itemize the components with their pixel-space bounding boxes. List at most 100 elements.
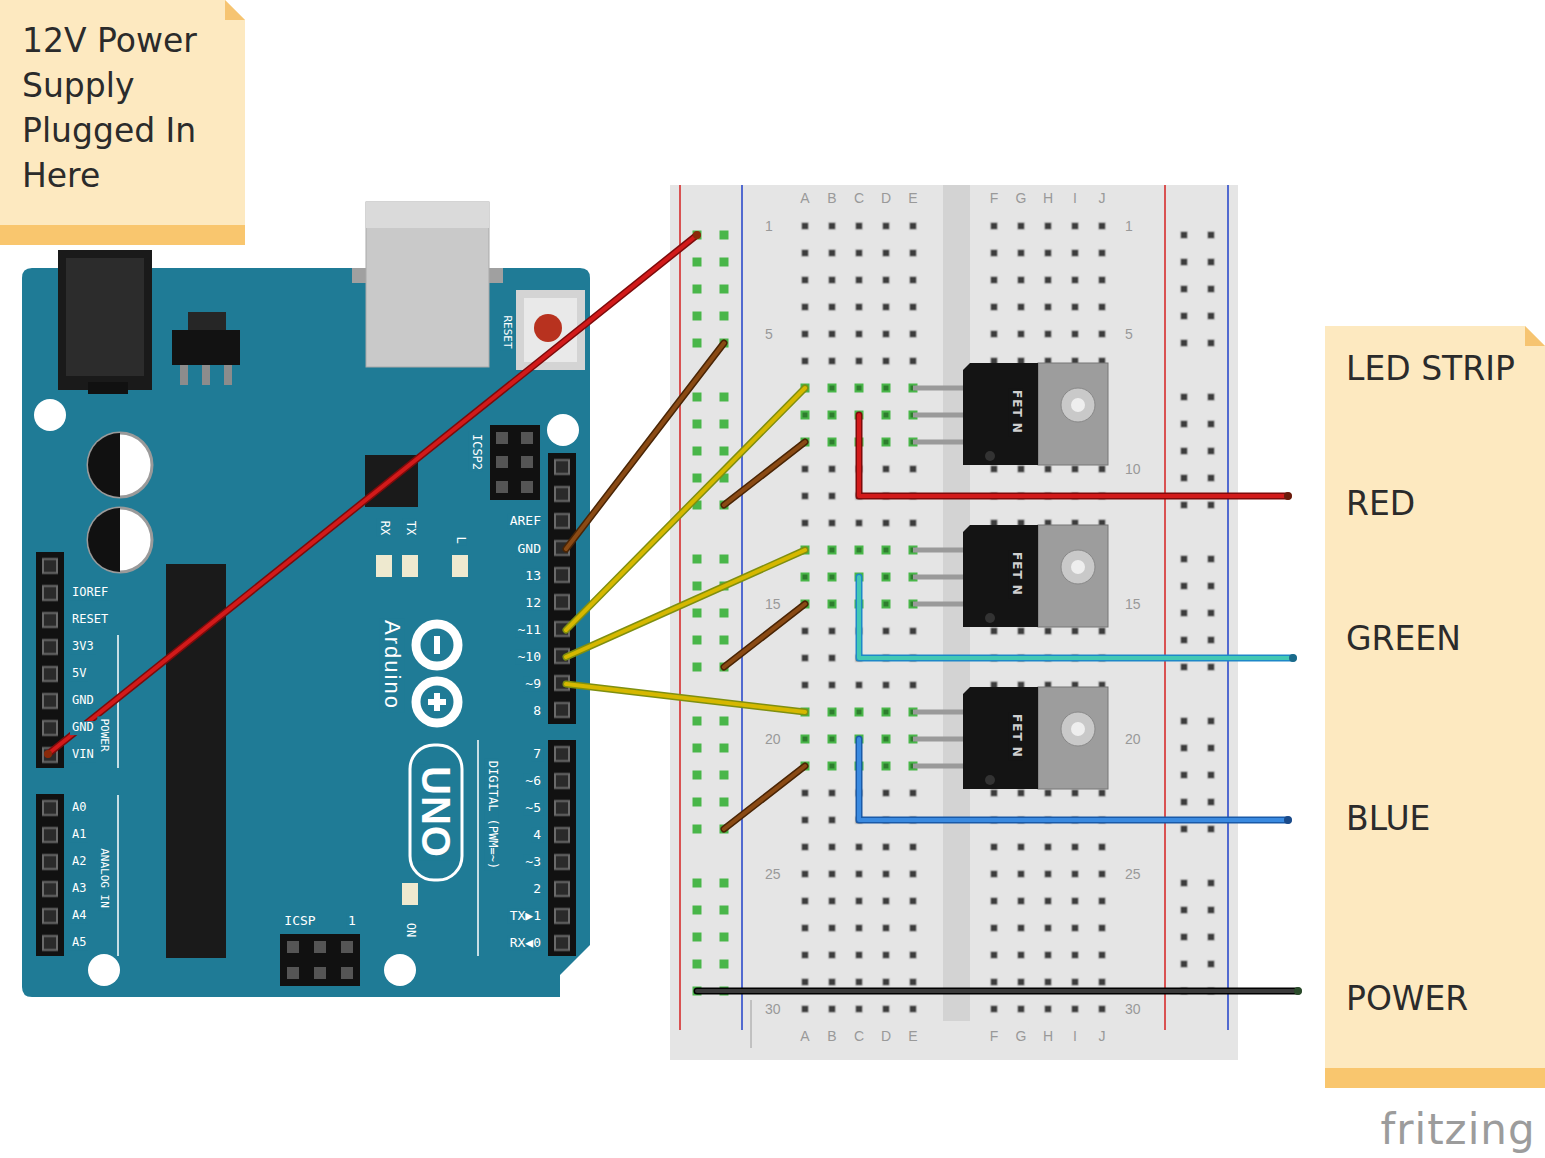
header-pin	[341, 967, 353, 979]
breadboard-index: H	[1041, 1028, 1055, 1044]
reset-button	[534, 314, 562, 342]
power-rail-holes	[1171, 222, 1225, 1032]
power-jack-foot	[88, 382, 128, 394]
part-marking: FET N	[1009, 550, 1023, 598]
mosfet-tab-hole	[1061, 388, 1095, 422]
breadboard-index: 20	[1123, 731, 1143, 747]
pin-label: DIGITAL (PWM=~)	[485, 759, 499, 871]
breadboard-index: D	[879, 190, 893, 206]
mounting-hole	[384, 954, 416, 986]
breadboard-index: 25	[1123, 866, 1143, 882]
wire-end	[693, 231, 701, 239]
breadboard-index: C	[852, 1028, 866, 1044]
pin-label: RX◀0	[508, 936, 543, 951]
wire-vin-outline	[48, 235, 697, 754]
breadboard-index: C	[852, 190, 866, 206]
mosfet-mark	[985, 451, 995, 461]
note-heading: 12V Power Supply Plugged In Here	[22, 18, 238, 198]
breadboard-index: G	[1014, 190, 1029, 206]
watermark: fritzing	[1378, 1106, 1537, 1154]
mosfet-leg	[913, 386, 966, 391]
pin-label: ICSP2	[469, 432, 483, 472]
uno-outline	[410, 745, 462, 880]
mounting-hole	[547, 414, 579, 446]
pin-label: RESET	[70, 613, 110, 627]
wire-red-outline	[859, 415, 1288, 496]
power-header-pins	[36, 552, 64, 768]
note-band	[1325, 1068, 1545, 1088]
header-pin	[314, 941, 326, 953]
rail-line-red	[1164, 185, 1166, 1030]
wire-gnd	[566, 343, 724, 549]
breadboard-index: 1	[1123, 218, 1135, 234]
pin-label: L	[453, 534, 467, 545]
breadboard-index: B	[825, 1028, 838, 1044]
analog-header-pins	[36, 794, 64, 956]
wire-source-outline	[724, 766, 805, 829]
pin-label: A2	[70, 855, 88, 869]
silkscreen-line	[117, 795, 119, 956]
pin-label: RESET	[501, 313, 514, 350]
mosfet-tab-hole-core	[1071, 722, 1085, 736]
header-pin	[521, 481, 533, 493]
wire-end	[1294, 987, 1302, 995]
mosfet-body	[963, 363, 1038, 465]
icsp2-header	[490, 425, 540, 500]
breadboard-index: A	[798, 1028, 811, 1044]
rx-led	[376, 555, 392, 577]
pin-label: 5V	[70, 667, 88, 681]
regulator-leg	[180, 365, 188, 385]
mosfet-leg	[913, 548, 966, 553]
board-name: UNO	[413, 764, 459, 860]
digital-header	[548, 740, 576, 956]
pin-label: A4	[70, 909, 88, 923]
wire-blue	[859, 739, 1288, 820]
capacitor-marking	[88, 433, 120, 497]
pin-label: 3V3	[70, 640, 96, 654]
arduino-logo-minus	[434, 636, 440, 654]
logo-text: Arduino	[379, 618, 404, 712]
wire-pin9	[566, 684, 805, 712]
breadboard-index: 25	[763, 866, 783, 882]
wire-green	[859, 577, 1293, 658]
note-paper	[0, 0, 245, 245]
breadboard-index: 15	[763, 596, 783, 612]
power-jack-socket	[66, 258, 144, 376]
breadboard-index: B	[825, 190, 838, 206]
rail-line-blue	[741, 185, 743, 1030]
mosfet-leg	[913, 764, 966, 769]
header-pin	[521, 432, 533, 444]
breadboard-index: 1	[763, 218, 775, 234]
pin-label: 2	[531, 882, 543, 897]
wire-gnd-outline	[566, 343, 724, 549]
breadboard-index: I	[1071, 1028, 1079, 1044]
wire-power-outline	[697, 988, 1298, 995]
wire-pin9-outline	[566, 684, 805, 712]
note-text: BLUE	[1346, 798, 1430, 840]
wire-source	[724, 604, 805, 667]
mosfet-mark	[985, 613, 995, 623]
header-pin	[496, 456, 508, 468]
sticky-note: 12V Power Supply Plugged In Here	[0, 0, 245, 245]
pin-label: ICSP	[282, 914, 317, 929]
wire-source	[724, 766, 805, 829]
mosfet-tab-hole	[1061, 712, 1095, 746]
note-background	[1325, 326, 1545, 1088]
arduino-logo-ring	[416, 624, 458, 666]
wire-power	[697, 989, 1298, 993]
wire-source	[724, 442, 805, 505]
regulator-tab	[188, 312, 226, 332]
mosfet-body	[963, 687, 1038, 789]
mosfet-body	[963, 525, 1038, 627]
header-pin	[314, 967, 326, 979]
note-text: GREEN	[1346, 618, 1461, 660]
breadboard-index: 30	[1123, 1001, 1143, 1017]
usb-connector	[366, 202, 489, 367]
breadboard-index: F	[988, 1028, 1001, 1044]
pin-label: A5	[70, 936, 88, 950]
icsp-header	[280, 934, 360, 986]
mosfet-leg	[913, 710, 966, 715]
header-pin	[521, 456, 533, 468]
pin-label: ~10	[516, 650, 543, 665]
mosfet	[913, 363, 1108, 465]
